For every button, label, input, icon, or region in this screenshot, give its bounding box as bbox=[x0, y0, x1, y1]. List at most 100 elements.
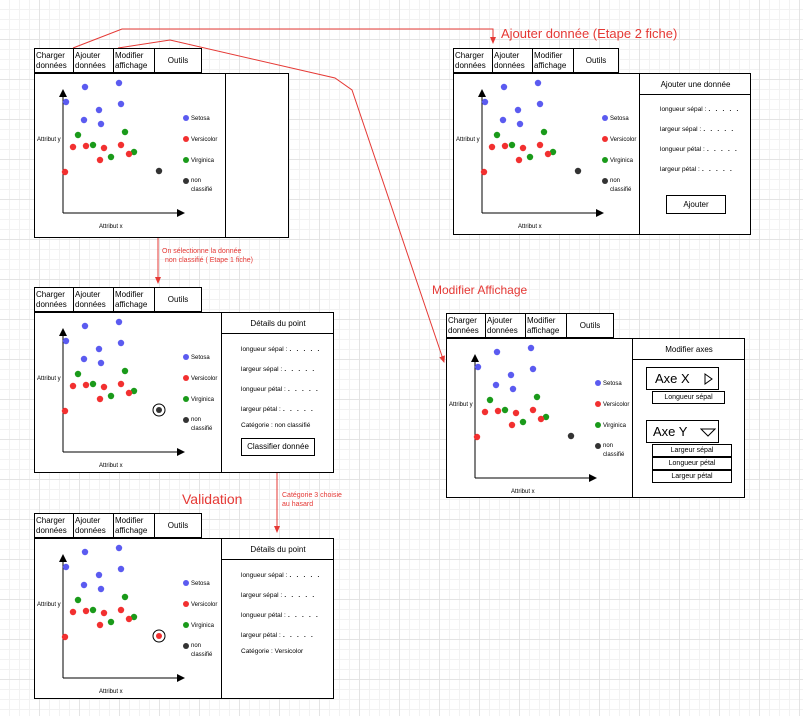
x-axis-label: Attribut x bbox=[518, 224, 542, 230]
tab-add[interactable]: Ajouter données bbox=[485, 313, 526, 338]
mockup-validation: Charger données Ajouter données Modifier… bbox=[34, 513, 334, 699]
legend-label: classifié bbox=[191, 652, 213, 658]
virginica-point bbox=[107, 153, 115, 161]
y-axis-label: Attribut y bbox=[37, 376, 61, 382]
divider bbox=[639, 74, 640, 234]
play-icon bbox=[704, 373, 713, 385]
setosa-point bbox=[97, 585, 105, 593]
legend-label: non bbox=[610, 178, 620, 184]
virginica-legend-dot bbox=[183, 396, 189, 402]
divider bbox=[221, 539, 222, 698]
tab-add[interactable]: Ajouter données bbox=[492, 48, 533, 73]
versicolor-point bbox=[544, 150, 552, 158]
setosa-point bbox=[62, 98, 70, 106]
y-axis-arrow bbox=[59, 554, 67, 562]
tab-modify[interactable]: Modifier affichage bbox=[532, 48, 574, 73]
virginica-point bbox=[501, 406, 509, 414]
setosa-point bbox=[536, 100, 544, 108]
y-axis-arrow bbox=[59, 328, 67, 336]
tab-tools[interactable]: Outils bbox=[154, 513, 202, 538]
tab-load[interactable]: Charger données bbox=[34, 48, 74, 73]
versicolor-point bbox=[96, 156, 104, 164]
field-longueur-petal: longueur pétal : . . . . . bbox=[660, 143, 739, 153]
add-title: Ajouter une donnée bbox=[660, 80, 731, 89]
setosa-point bbox=[62, 563, 70, 571]
field-longueur-petal: longueur pétal : . . . . . bbox=[241, 383, 320, 393]
tab-load[interactable]: Charger données bbox=[34, 513, 74, 538]
legend-label: non bbox=[191, 417, 201, 423]
field-largeur-sepal: largeur sépal : . . . . . bbox=[241, 589, 316, 599]
axe-y-label: Axe Y bbox=[653, 424, 688, 439]
virginica-point bbox=[508, 141, 516, 149]
tab-add[interactable]: Ajouter données bbox=[73, 287, 114, 312]
virginica-point bbox=[89, 606, 97, 614]
setosa-legend-dot bbox=[183, 580, 189, 586]
y-option-largeur-petal[interactable]: Largeur pétal bbox=[652, 470, 732, 483]
tab-load[interactable]: Charger données bbox=[34, 287, 74, 312]
versicolor-point bbox=[96, 395, 104, 403]
legend-label: non bbox=[603, 443, 613, 449]
y-axis-label: Attribut y bbox=[449, 402, 473, 408]
setosa-point bbox=[95, 106, 103, 114]
x-axis-arrow bbox=[177, 674, 185, 682]
setosa-point bbox=[62, 337, 70, 345]
tab-load[interactable]: Charger données bbox=[453, 48, 493, 73]
tab-tools[interactable]: Outils bbox=[573, 48, 619, 73]
tab-add[interactable]: Ajouter données bbox=[73, 48, 114, 73]
versicolor-point bbox=[61, 168, 69, 176]
versicolor-point bbox=[69, 608, 77, 616]
versicolor-point bbox=[69, 143, 77, 151]
unclassified-legend-dot bbox=[183, 643, 189, 649]
setosa-point bbox=[80, 116, 88, 124]
add-button[interactable]: Ajouter bbox=[666, 195, 726, 214]
details-rule bbox=[222, 333, 334, 334]
tab-load[interactable]: Charger données bbox=[446, 313, 486, 338]
classify-button[interactable]: Classifier donnée bbox=[241, 438, 315, 456]
details-title: Détails du point bbox=[250, 319, 306, 328]
legend-label: Virginica bbox=[603, 423, 627, 429]
legend-label: Versicolor bbox=[191, 137, 217, 143]
y-option-largeur-sepal[interactable]: Largeur sépal bbox=[652, 444, 732, 457]
setosa-point bbox=[534, 79, 542, 87]
versicolor-point bbox=[96, 621, 104, 629]
x-axis-arrow bbox=[596, 209, 604, 217]
legend-label: classifié bbox=[191, 187, 213, 193]
versicolor-point bbox=[480, 168, 488, 176]
modify-rule bbox=[633, 359, 745, 360]
tab-modify[interactable]: Modifier affichage bbox=[525, 313, 567, 338]
y-axis-arrow bbox=[59, 89, 67, 97]
tab-modify[interactable]: Modifier affichage bbox=[113, 48, 155, 73]
tab-modify[interactable]: Modifier affichage bbox=[113, 287, 155, 312]
setosa-legend-dot bbox=[183, 115, 189, 121]
axe-y-select[interactable]: Axe Y bbox=[646, 420, 719, 443]
setosa-point bbox=[117, 100, 125, 108]
tab-tools[interactable]: Outils bbox=[154, 287, 202, 312]
virginica-point bbox=[121, 593, 129, 601]
tab-tools[interactable]: Outils bbox=[566, 313, 614, 338]
tab-modify[interactable]: Modifier affichage bbox=[113, 513, 155, 538]
setosa-point bbox=[97, 359, 105, 367]
field-largeur-sepal: largeur sépal : . . . . . bbox=[660, 123, 735, 133]
axe-x-select[interactable]: Axe X bbox=[646, 367, 719, 390]
setosa-point bbox=[115, 544, 123, 552]
unclassified-legend-dot bbox=[183, 417, 189, 423]
virginica-point bbox=[130, 613, 138, 621]
tab-tools[interactable]: Outils bbox=[154, 48, 202, 73]
details-title: Détails du point bbox=[250, 545, 306, 554]
setosa-point bbox=[117, 565, 125, 573]
divider bbox=[221, 313, 222, 472]
versicolor-point bbox=[117, 141, 125, 149]
virginica-point bbox=[130, 387, 138, 395]
versicolor-point bbox=[529, 406, 537, 414]
versicolor-point bbox=[125, 150, 133, 158]
legend-label: Versicolor bbox=[191, 376, 217, 382]
tab-add[interactable]: Ajouter données bbox=[73, 513, 114, 538]
annotation-validation: Validation bbox=[182, 491, 243, 507]
setosa-point bbox=[507, 371, 515, 379]
y-option-longueur-petal[interactable]: Longueur pétal bbox=[652, 457, 732, 470]
setosa-point bbox=[81, 83, 89, 91]
